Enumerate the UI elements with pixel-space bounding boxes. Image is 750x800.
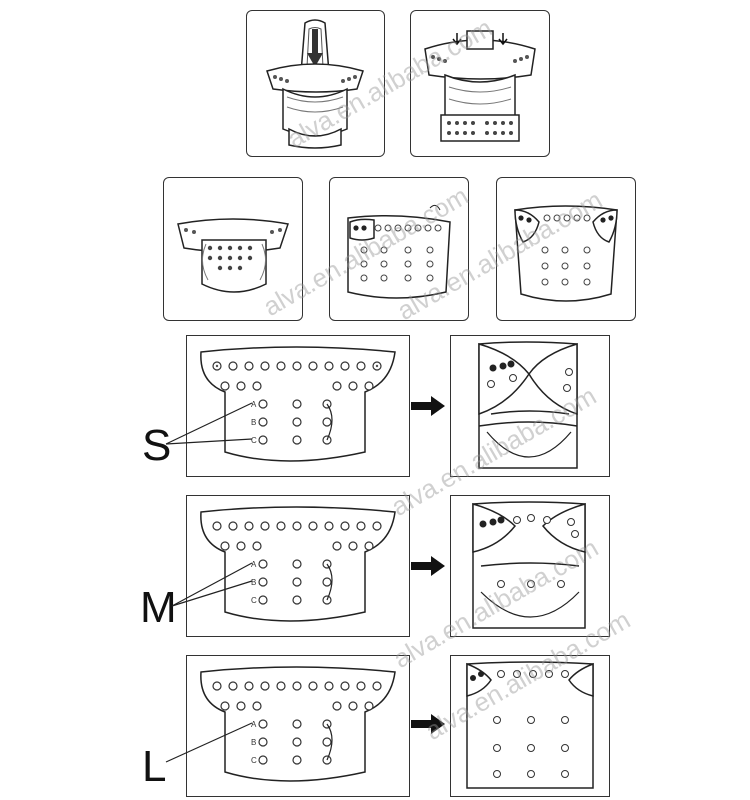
- front-snaps-illustration: [177, 218, 289, 293]
- size-m-result-illustration: [472, 501, 586, 629]
- snap-letter-a: A: [251, 400, 257, 409]
- size-m-snap-layout-illustration: A B C: [200, 506, 396, 622]
- step-insert-pad-panel: [246, 10, 385, 157]
- step-fasten-wing-panel: [329, 177, 469, 321]
- snap-letter-c: C: [251, 436, 257, 445]
- size-l-result-illustration: [466, 661, 594, 789]
- snap-letter-b: B: [251, 578, 256, 587]
- size-s-result-illustration: [478, 341, 578, 469]
- finished-diaper-illustration: [514, 205, 618, 302]
- size-s-snap-diagram: A B C: [186, 335, 410, 477]
- insert-pad-illustration: [266, 19, 364, 149]
- size-s-arrow-icon: [411, 396, 445, 416]
- step-fold-panel: [410, 10, 550, 157]
- fasten-wing-illustration: [347, 204, 451, 299]
- size-m-label: M: [140, 583, 177, 632]
- size-s-snap-layout-illustration: A B C: [200, 346, 396, 462]
- snap-letter-b: B: [251, 738, 256, 747]
- size-l-label: L: [142, 742, 167, 791]
- step-front-snaps-panel: [163, 177, 303, 321]
- size-s-label: S: [142, 421, 172, 470]
- fold-illustration: [424, 30, 536, 142]
- snap-letter-a: A: [251, 720, 257, 729]
- snap-letter-c: C: [251, 756, 257, 765]
- size-l-result-panel: [450, 655, 610, 797]
- size-m-snap-diagram: A B C: [186, 495, 410, 637]
- snap-letter-c: C: [251, 596, 257, 605]
- size-l-arrow-icon: [411, 714, 445, 734]
- size-l-snap-layout-illustration: A B C: [200, 666, 396, 782]
- size-l-snap-diagram: A B C: [186, 655, 410, 797]
- size-m-result-panel: [450, 495, 610, 637]
- size-s-result-panel: [450, 335, 610, 477]
- size-m-arrow-icon: [411, 556, 445, 576]
- snap-letter-a: A: [251, 560, 257, 569]
- snap-letter-b: B: [251, 418, 256, 427]
- step-finished-panel: [496, 177, 636, 321]
